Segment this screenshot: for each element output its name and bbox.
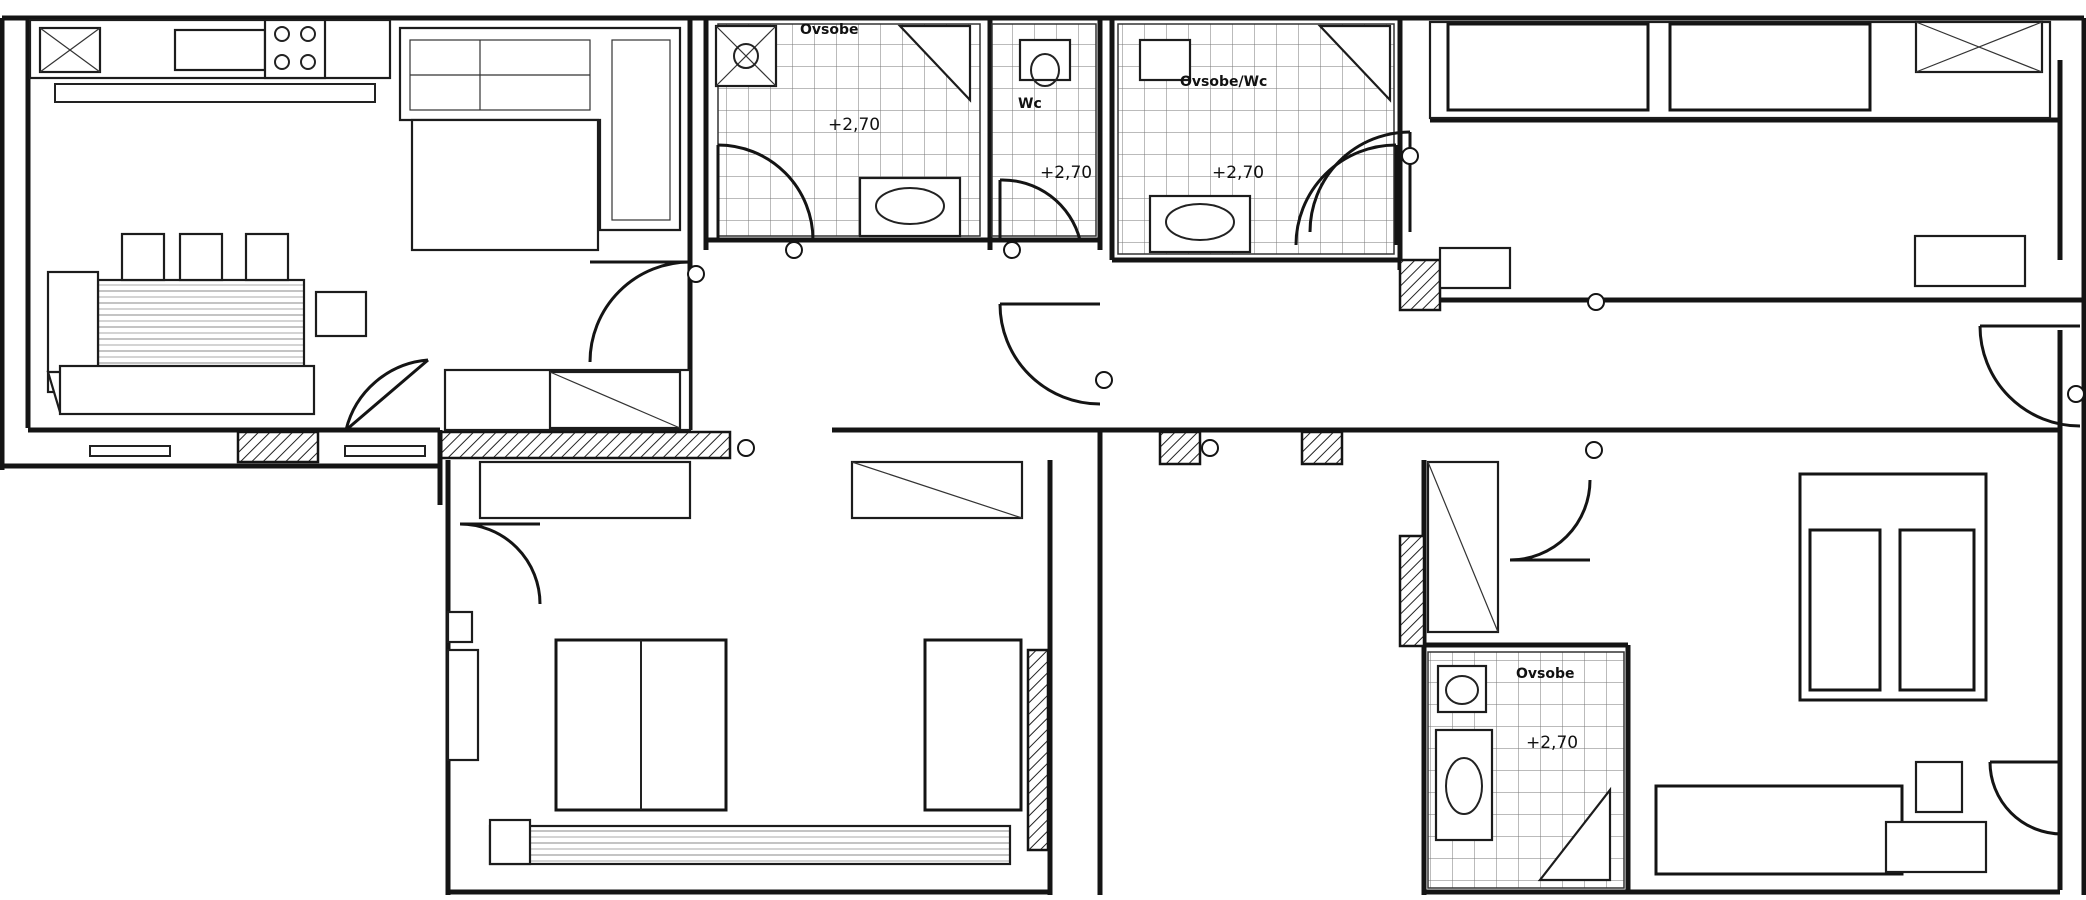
bathroom-top-left: Ovsobe +2,70 xyxy=(703,18,993,250)
room-label: Ovsobe xyxy=(800,22,859,38)
bedroom-bottom-center xyxy=(445,460,1053,895)
bedroom-bottom-right: Ovsobe +2,70 xyxy=(1398,460,2063,895)
level-marker: +2,70 xyxy=(1040,163,1092,183)
bathroom-top-right: Ovsobe/Wc +2,70 xyxy=(1109,18,1403,270)
hallway xyxy=(437,18,2060,895)
room-label: Ovsobe xyxy=(1516,666,1575,682)
level-marker: +2,70 xyxy=(1526,733,1578,753)
room-label: Ovsobe/Wc xyxy=(1180,74,1267,90)
level-marker: +2,70 xyxy=(1212,163,1264,183)
living-kitchen-room xyxy=(28,18,732,464)
level-marker: +2,70 xyxy=(828,115,880,135)
bedroom-top-right xyxy=(1308,20,2084,428)
room-label: Wc xyxy=(1018,96,1042,112)
dimension-markers xyxy=(687,147,2085,459)
wc-top: Wc +2,70 xyxy=(991,18,1103,250)
